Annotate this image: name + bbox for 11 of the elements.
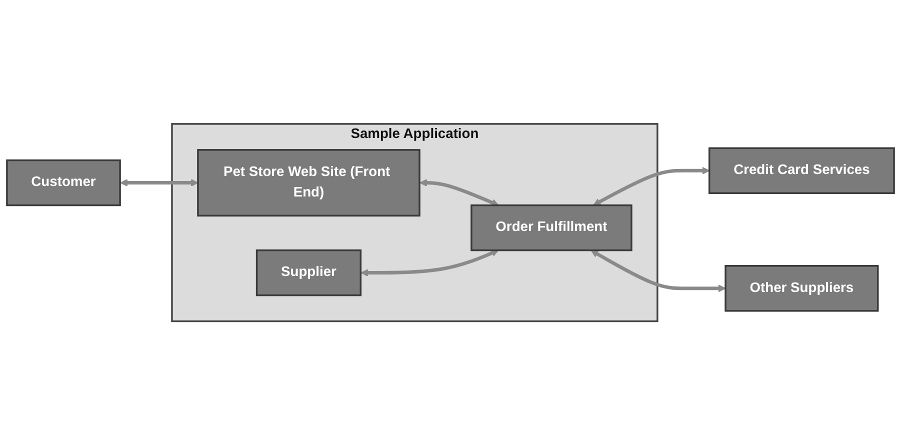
arrow	[590, 250, 726, 292]
arrow	[360, 249, 499, 276]
node-box: Order Fulfillment	[470, 204, 632, 252]
node-box: Other Suppliers	[724, 264, 879, 312]
arrow	[420, 178, 499, 206]
node-box: Customer	[6, 159, 121, 206]
node-box: Pet Store Web Site (Front End)	[197, 148, 420, 216]
arrow	[593, 166, 710, 206]
node-box: Credit Card Services	[708, 147, 895, 194]
arrow	[120, 178, 198, 186]
node-box: Supplier	[256, 249, 362, 296]
